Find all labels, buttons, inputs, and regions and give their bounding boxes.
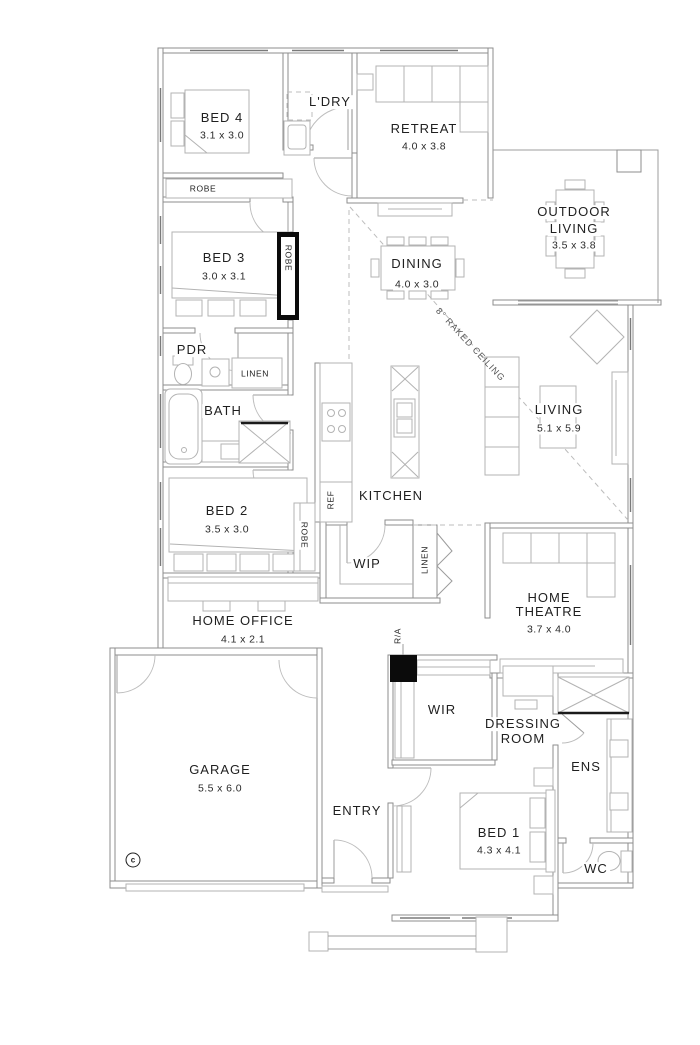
- room-dims-bed3: 3.0 x 3.1: [200, 270, 248, 283]
- room-dims-outdoor-living: 3.5 x 3.8: [550, 239, 598, 252]
- room-label-wc: WC: [582, 861, 610, 877]
- closet-label-linen-hall: LINEN: [239, 368, 271, 379]
- room-label-outdoor-living-2: LIVING: [547, 221, 601, 237]
- room-label-bed3: BED 3: [200, 250, 248, 266]
- furniture: [125, 65, 633, 895]
- room-dims-retreat: 4.0 x 3.8: [400, 140, 448, 153]
- room-label-bed4: BED 4: [198, 110, 246, 126]
- appliance-label-ref: REF: [325, 489, 336, 511]
- room-label-pdr: PDR: [174, 342, 210, 358]
- room-dims-bed1: 4.3 x 4.1: [475, 844, 523, 857]
- windows: [159, 49, 632, 919]
- black-accents: [277, 232, 417, 682]
- room-label-entry: ENTRY: [330, 803, 384, 819]
- room-label-ens: ENS: [569, 759, 603, 775]
- closet-label-robe-bed4: ROBE: [188, 183, 218, 194]
- closet-label-robe-bed3: ROBE: [283, 243, 294, 273]
- room-label-wip: WIP: [351, 556, 383, 572]
- room-label-home-office: HOME OFFICE: [190, 613, 296, 629]
- room-dims-bed4: 3.1 x 3.0: [198, 129, 246, 142]
- room-label-garage: GARAGE: [187, 762, 253, 778]
- room-dims-living: 5.1 x 5.9: [535, 422, 583, 435]
- room-label-dressing-2: ROOM: [498, 731, 548, 747]
- room-label-dressing-1: DRESSING: [483, 716, 563, 732]
- room-label-wir: WIR: [425, 702, 459, 718]
- room-dims-garage: 5.5 x 6.0: [196, 782, 244, 795]
- room-label-outdoor-living-1: OUTDOOR: [535, 204, 613, 220]
- porch: [308, 916, 558, 953]
- room-label-living: LIVING: [532, 402, 586, 418]
- room-dims-bed2: 3.5 x 3.0: [203, 523, 251, 536]
- room-label-dining: DINING: [389, 256, 445, 272]
- closet-label-robe-bed2: ROBE: [299, 520, 310, 550]
- closet-label-linen-wip: LINEN: [419, 544, 430, 576]
- room-label-kitchen: KITCHEN: [356, 488, 426, 504]
- garage-marker: c: [125, 852, 141, 868]
- room-dims-dining: 4.0 x 3.0: [393, 278, 441, 291]
- duct-label-ria: R/A: [392, 627, 403, 645]
- room-label-home-theatre-2: THEATRE: [513, 604, 585, 620]
- room-label-bath: BATH: [202, 403, 244, 419]
- room-label-retreat: RETREAT: [388, 121, 460, 137]
- room-label-home-theatre-1: HOME: [525, 590, 573, 606]
- room-dims-home-office: 4.1 x 2.1: [219, 633, 267, 646]
- room-label-bed2: BED 2: [203, 503, 251, 519]
- room-label-ldry: L'DRY: [307, 94, 353, 110]
- room-dims-home-theatre: 3.7 x 4.0: [525, 623, 573, 636]
- outdoor-living-deck: [493, 149, 659, 305]
- room-label-bed1: BED 1: [475, 825, 523, 841]
